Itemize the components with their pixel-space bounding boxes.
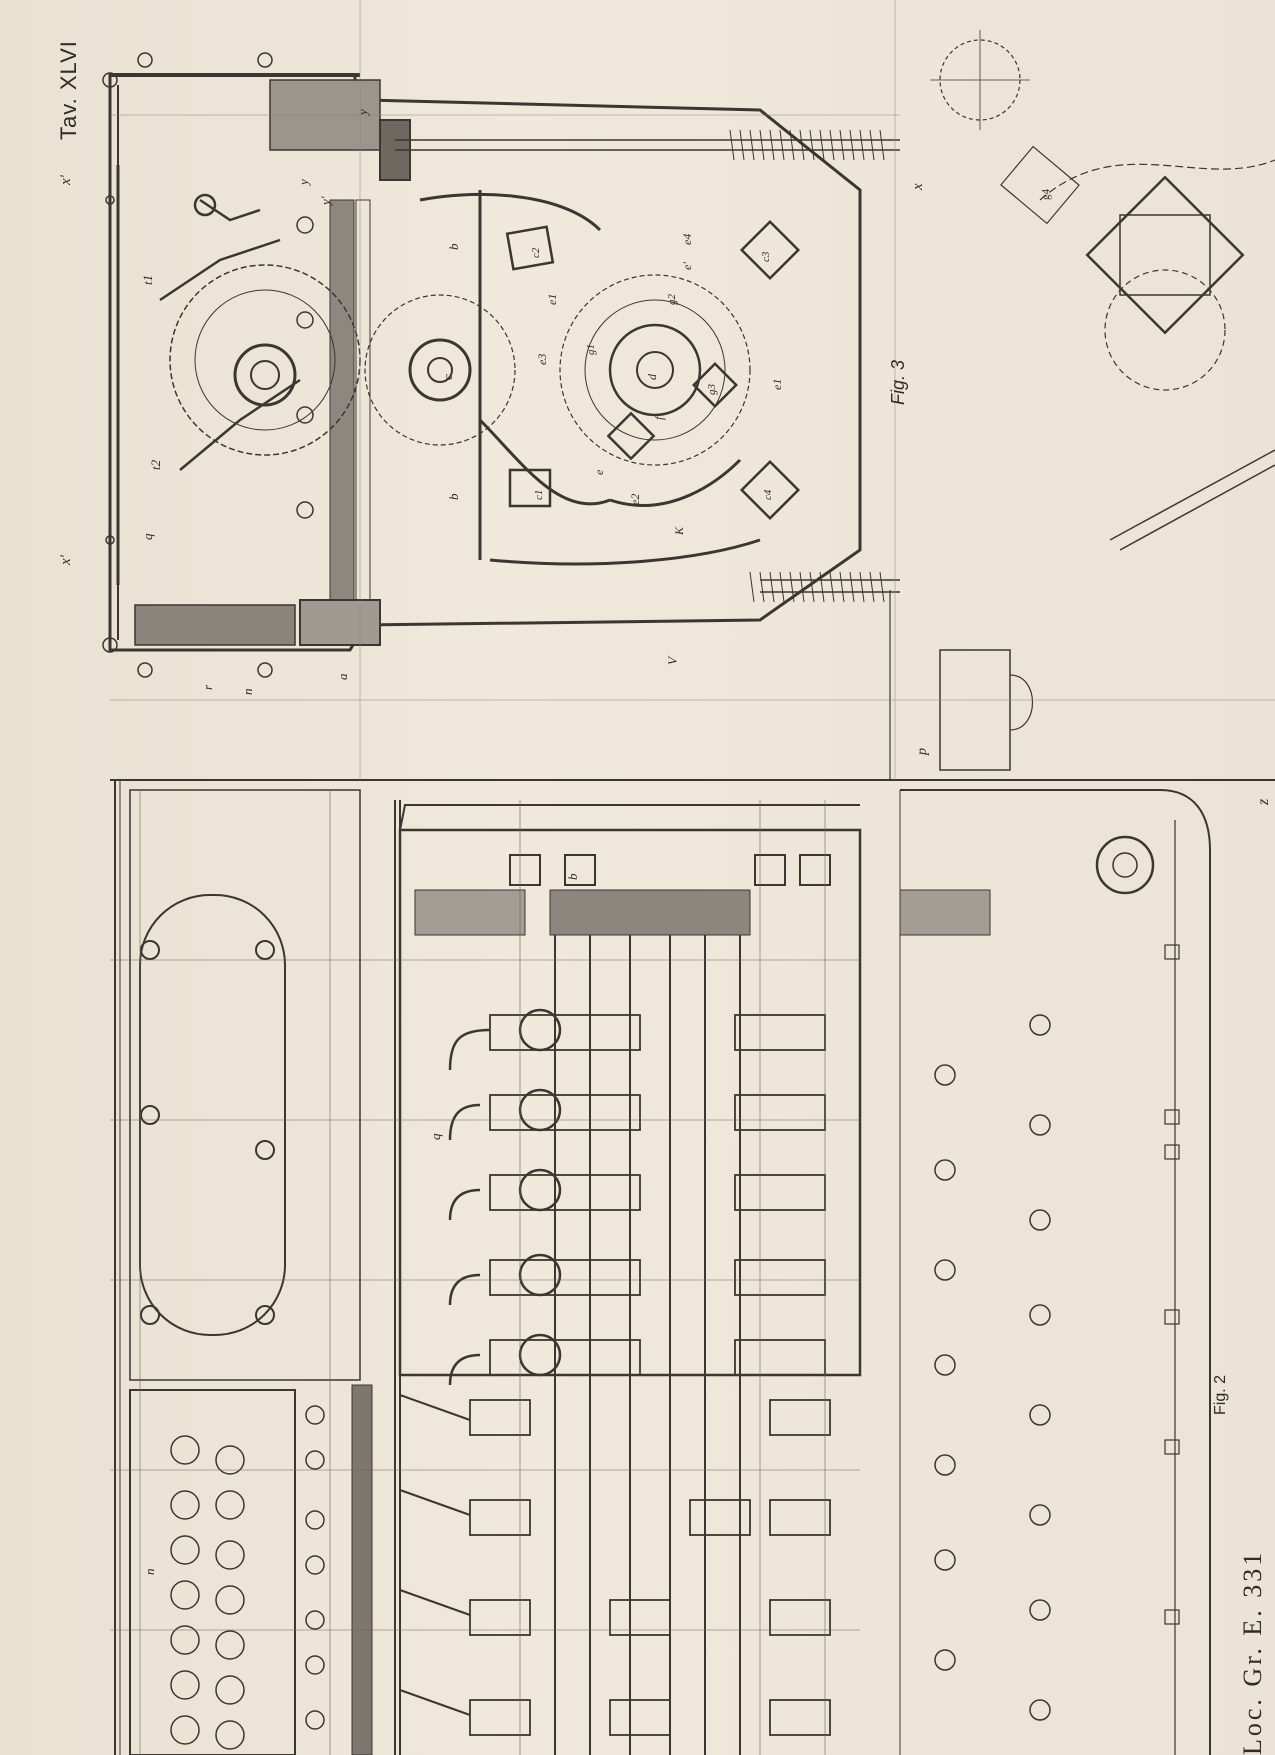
fig3-caption: Fig. 3 xyxy=(888,359,908,405)
annotation: V xyxy=(665,657,680,665)
fig2-drawing xyxy=(110,779,1275,1755)
annotation: e1 xyxy=(545,293,559,305)
annotation: c xyxy=(440,374,455,380)
annotation: e xyxy=(592,469,606,475)
fig3-outer-parts xyxy=(889,30,1275,781)
annotation: q xyxy=(140,533,155,541)
annotation: K xyxy=(672,526,686,535)
annotation: x xyxy=(910,183,926,190)
annotation: y xyxy=(296,179,311,185)
annotation: g4 xyxy=(1040,189,1052,200)
annotation: y' xyxy=(318,196,333,205)
annotation: a xyxy=(335,673,350,681)
annotation: n xyxy=(240,688,255,696)
annotation: t1 xyxy=(140,274,155,285)
annotation: e2 xyxy=(628,493,642,505)
annotation: g2 xyxy=(666,294,678,305)
annotation: f xyxy=(652,416,666,420)
annotation: e1 xyxy=(770,378,784,390)
plate-label: Tav. XLVI xyxy=(56,40,81,140)
annotation: x' xyxy=(58,555,74,565)
annotation: n xyxy=(142,1568,157,1576)
annotation: x' xyxy=(58,175,74,185)
annotation: g3 xyxy=(706,384,718,395)
annotation: e4 xyxy=(680,233,694,245)
annotation: c4 xyxy=(762,489,774,500)
locomotive-title: Loc. Gr. E. 331 xyxy=(1238,1549,1267,1755)
annotation: r xyxy=(200,684,215,690)
annotation: y xyxy=(355,109,370,115)
annotation: c2 xyxy=(530,247,542,258)
annotation: t2 xyxy=(148,459,163,470)
annotation: q xyxy=(428,1133,443,1141)
annotation: c3 xyxy=(760,251,772,262)
annotation: c1 xyxy=(533,489,545,500)
annotation: e3 xyxy=(535,353,549,365)
annotation: g1 xyxy=(585,344,597,355)
fig3-drawing xyxy=(102,52,900,678)
annotation: b xyxy=(446,493,461,501)
annotation: b xyxy=(565,873,580,881)
annotation: z xyxy=(1255,798,1272,805)
annotation: e' xyxy=(680,262,694,270)
annotation: b xyxy=(446,243,461,251)
annotation: d xyxy=(645,374,659,380)
fig2-caption: Fig. 2 xyxy=(1212,1374,1229,1415)
annotation: p xyxy=(915,748,930,755)
construction-lines xyxy=(110,0,1275,780)
